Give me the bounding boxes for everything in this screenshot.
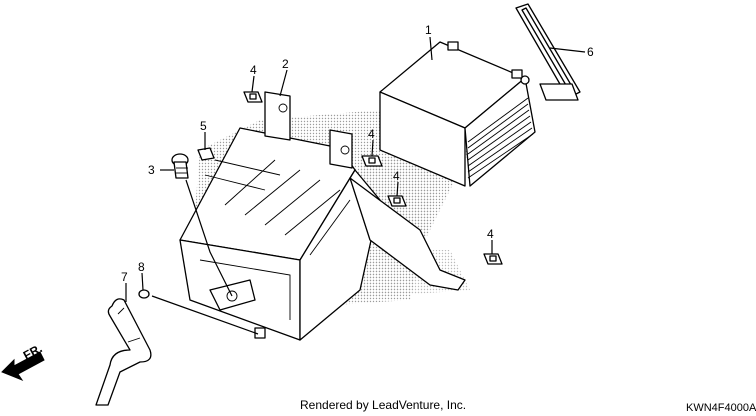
callout-6: 6	[587, 45, 594, 59]
small-clip[interactable]	[197, 147, 215, 161]
bolt[interactable]	[171, 153, 189, 179]
clip-nut-d[interactable]	[483, 253, 503, 265]
callout-4c: 4	[393, 169, 400, 183]
leader-lines	[125, 36, 586, 335]
callout-3: 3	[148, 163, 155, 177]
callout-1: 1	[425, 23, 432, 37]
breather-tube[interactable]	[95, 298, 152, 406]
callout-5: 5	[200, 119, 207, 133]
callout-8: 8	[138, 260, 145, 274]
clip-nut-a[interactable]	[243, 91, 263, 103]
diagram-code: KWN4F4000A	[686, 402, 756, 414]
callout-2: 2	[282, 57, 289, 71]
clip-nut-b[interactable]	[361, 155, 383, 167]
callout-7: 7	[121, 270, 128, 284]
battery-case[interactable]	[179, 91, 466, 341]
front-direction-arrow: FR.	[1, 341, 45, 382]
clip-nut-c[interactable]	[387, 195, 407, 207]
tube-clip[interactable]	[138, 289, 150, 299]
callout-4d: 4	[487, 227, 494, 241]
rendered-by-credit: Rendered by LeadVenture, Inc.	[300, 398, 467, 412]
callout-4b: 4	[368, 127, 375, 141]
battery[interactable]	[379, 41, 536, 187]
callout-4a: 4	[250, 63, 257, 77]
battery-band[interactable]	[515, 3, 581, 101]
